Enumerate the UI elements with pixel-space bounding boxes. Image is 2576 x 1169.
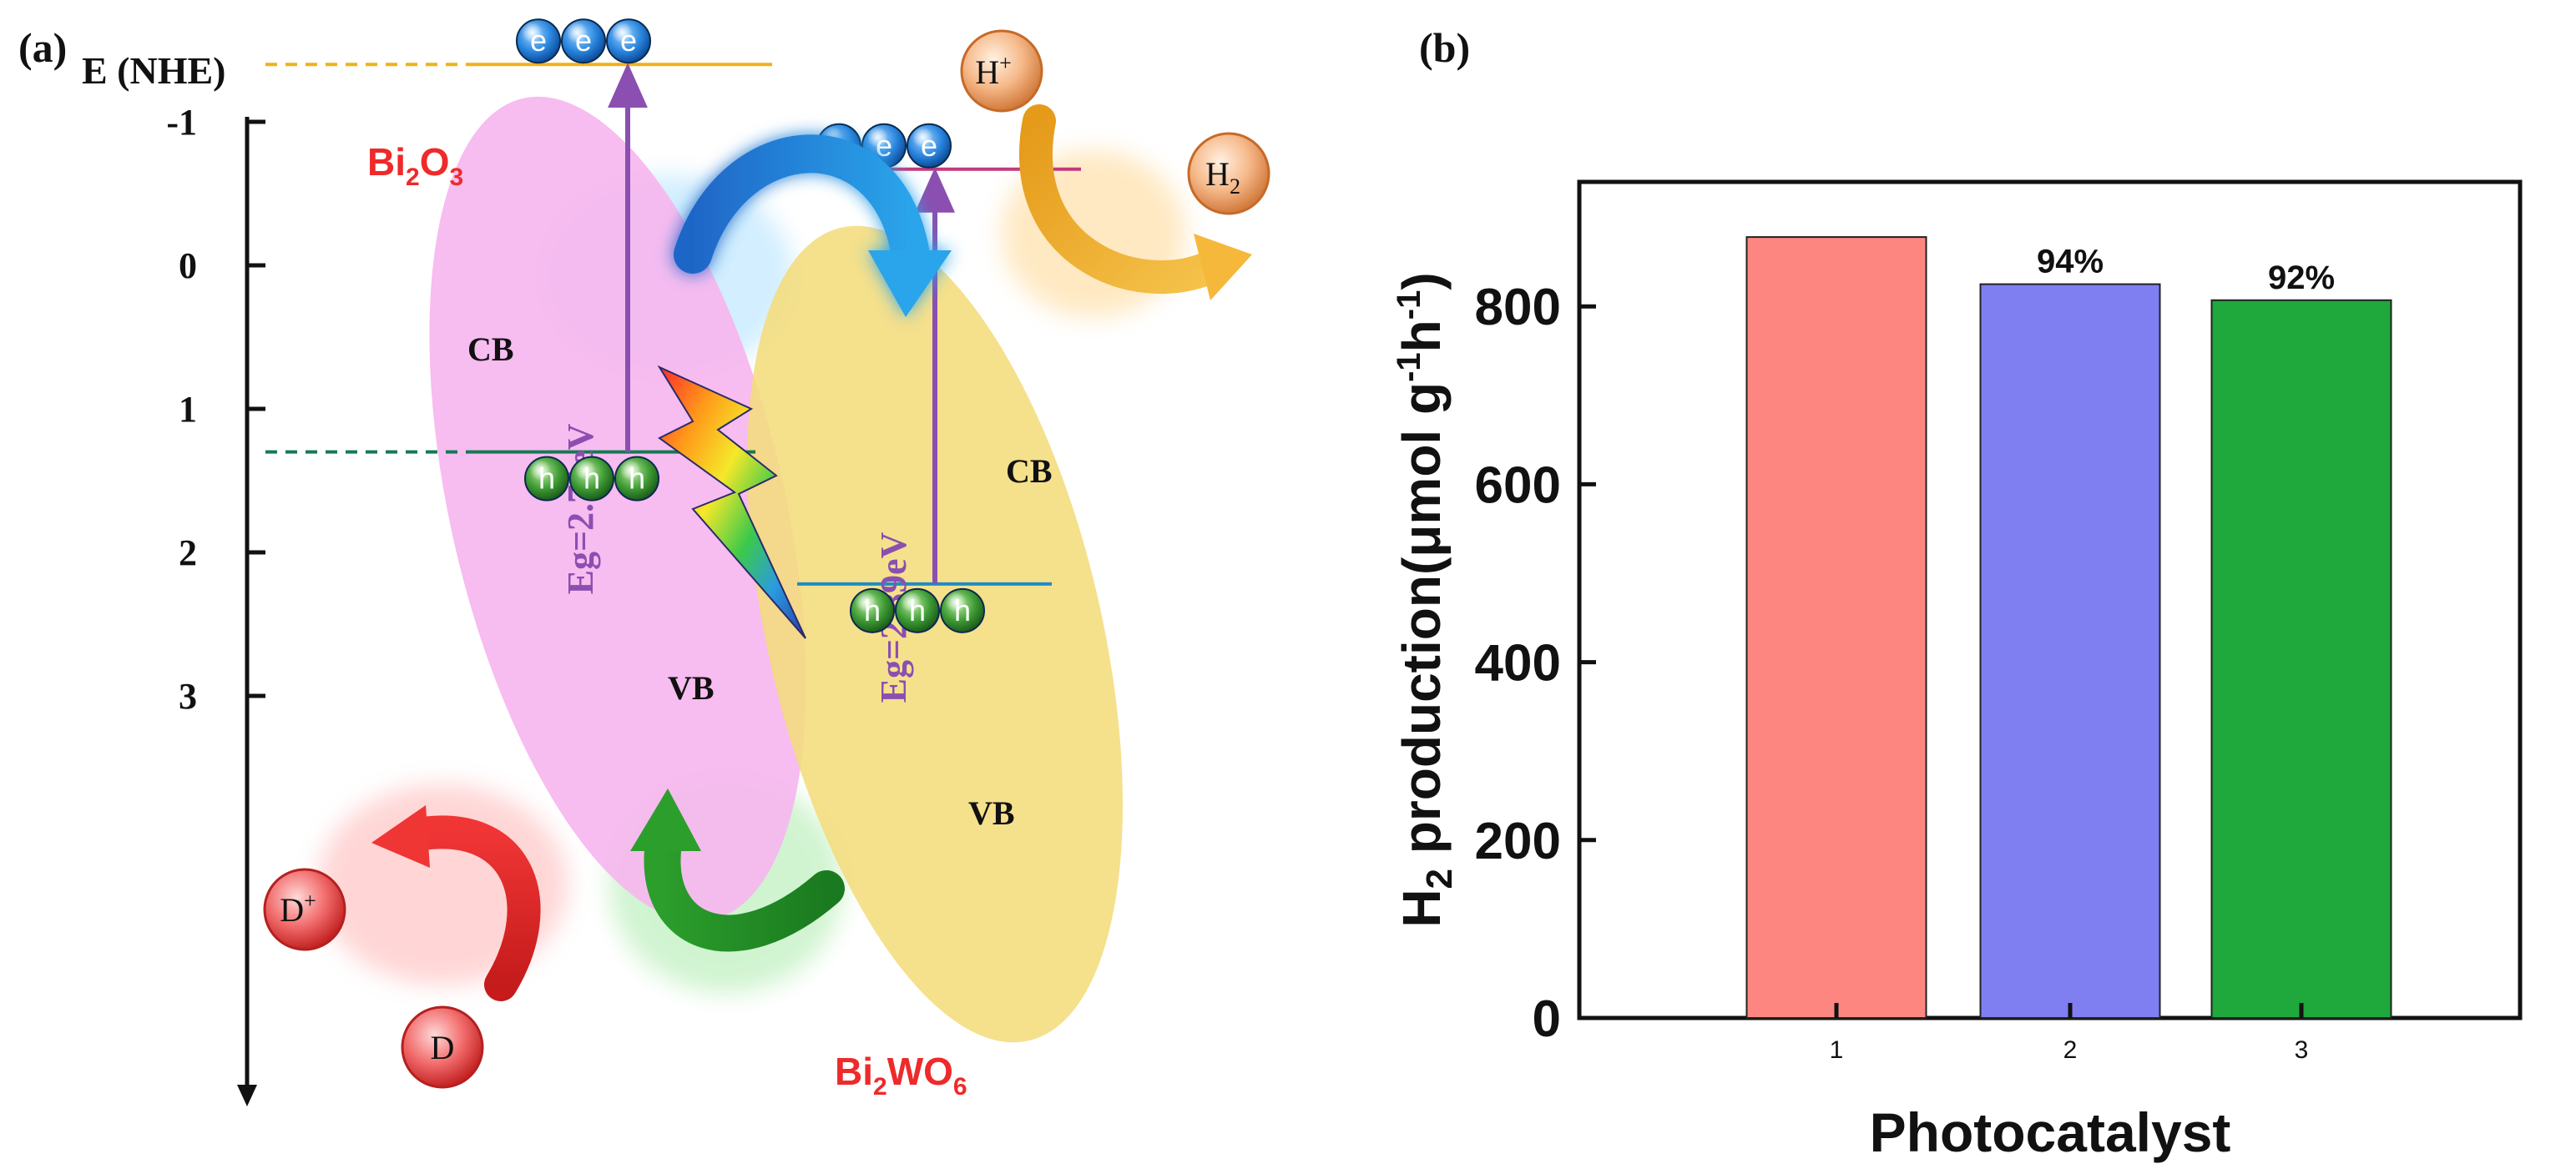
hole-highlight — [896, 588, 939, 632]
bar-3 — [2210, 299, 2392, 1019]
hole-highlight — [851, 588, 894, 632]
svg-text:H+: H+ — [975, 51, 1012, 91]
energy-tick-label: 2 — [179, 532, 197, 573]
hole-symbol: h — [954, 593, 971, 627]
bi2o3-bandgap-label: Eg=2.71eV — [560, 423, 601, 594]
bi2o3-title: Bi2O3 — [367, 140, 463, 191]
electron-transfer-arrow — [674, 134, 952, 317]
svg-text:D: D — [431, 1029, 455, 1066]
y-tick-label: 600 — [1475, 456, 1561, 514]
panel-b-label: (b) — [1419, 24, 1470, 71]
electron-symbol: e — [620, 23, 637, 58]
x-tick-label: 3 — [2295, 1036, 2309, 1064]
hole-highlight — [570, 456, 614, 501]
bar-1 — [1745, 236, 1927, 1019]
panel-b-bar-chart: (b) 0 200 400 600 800 94% 92% 1 2 3 Photocataly… — [1391, 24, 2523, 1163]
bi2wo6-particle — [746, 225, 1124, 1043]
bar-value-label: 92% — [2268, 259, 2335, 296]
h2-species: H2 — [1187, 132, 1270, 215]
energy-tick-label: -1 — [166, 102, 197, 143]
x-tick-label: 2 — [2063, 1036, 2078, 1064]
hole-highlight — [615, 456, 659, 501]
hole-transfer-arrow — [630, 789, 845, 952]
d-plus-species: D+ — [263, 868, 346, 951]
x-axis-title: Photocatalyst — [1870, 1101, 2231, 1163]
svg-text:H2: H2 — [1205, 155, 1240, 199]
donor-oxidation-arrow — [371, 805, 541, 1001]
x-axis-ticks: 1 2 3 — [1830, 1003, 2309, 1064]
hole-symbol: h — [538, 461, 555, 496]
electron-highlight — [607, 19, 650, 63]
hole-highlight — [525, 456, 568, 501]
electron-symbol: e — [921, 128, 937, 163]
bar-2 — [1979, 283, 2161, 1020]
h-plus-species: H+ — [960, 29, 1043, 113]
bi2o3-cb-label: CB — [467, 330, 514, 368]
bar-value-label: 94% — [2037, 244, 2104, 280]
panel-a-label: (a) — [18, 24, 67, 71]
electron-symbol: e — [530, 23, 547, 58]
electron-highlight — [517, 19, 560, 63]
svg-text:D+: D+ — [280, 889, 316, 929]
energy-axis-arrowhead — [237, 1085, 257, 1106]
hole-symbol: h — [864, 593, 881, 627]
electron-symbol: e — [876, 128, 892, 163]
y-axis-title: H2 production(μmol g-1h-1) — [1391, 272, 1460, 927]
y-tick-label: 400 — [1475, 635, 1561, 693]
energy-tick-label: 0 — [179, 245, 197, 286]
energy-axis-title: E (NHE) — [82, 49, 226, 92]
light-bolt-icon — [657, 365, 806, 639]
bars: 94% 92% — [1745, 236, 2392, 1020]
bi2wo6-title: Bi2WO6 — [835, 1050, 967, 1101]
y-tick-label: 800 — [1475, 279, 1561, 336]
y-axis-ticks: 0 200 400 600 800 — [1475, 279, 1596, 1048]
bi2wo6-cb-label: CB — [1006, 452, 1053, 490]
hole-symbol: h — [909, 593, 926, 627]
bi2wo6-vb-label: VB — [968, 794, 1015, 832]
electron-highlight — [562, 19, 605, 63]
energy-tick-label: 1 — [179, 389, 197, 430]
bi2o3-particle — [429, 96, 806, 922]
hole-symbol: h — [583, 461, 600, 496]
electron-symbol: e — [575, 23, 592, 58]
y-tick-label: 0 — [1533, 990, 1561, 1048]
d-species: D — [401, 1005, 484, 1089]
hole-highlight — [941, 588, 984, 632]
x-tick-label: 1 — [1830, 1036, 1844, 1064]
bi2o3-vb-label: VB — [668, 669, 715, 707]
electron-highlight — [907, 123, 951, 168]
energy-tick-label: 3 — [179, 676, 197, 717]
y-tick-label: 200 — [1475, 813, 1561, 870]
hole-symbol: h — [629, 461, 645, 496]
hydrogen-evolution-arrow — [1019, 104, 1252, 300]
